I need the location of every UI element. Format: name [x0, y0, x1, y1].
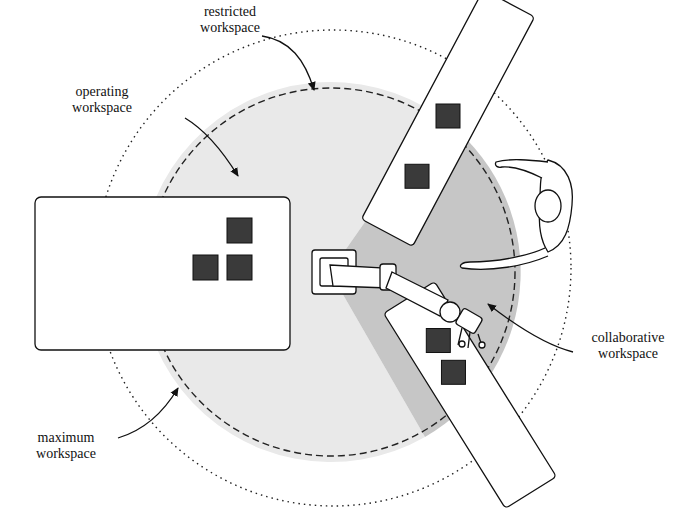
part	[227, 218, 252, 243]
leader-line	[118, 388, 178, 438]
leader-line	[262, 36, 314, 90]
leader-line	[185, 118, 238, 176]
part	[227, 255, 252, 280]
robot-arm	[312, 250, 485, 348]
region-label: restricted workspace	[190, 4, 270, 36]
human-operator	[460, 160, 572, 270]
region-label: collaborative workspace	[578, 330, 678, 362]
leader-line	[488, 304, 573, 352]
region-label: maximum workspace	[16, 430, 116, 462]
table	[384, 282, 557, 509]
table	[361, 0, 534, 246]
part	[193, 255, 218, 280]
table	[35, 197, 290, 350]
region-label: operating workspace	[62, 84, 142, 116]
